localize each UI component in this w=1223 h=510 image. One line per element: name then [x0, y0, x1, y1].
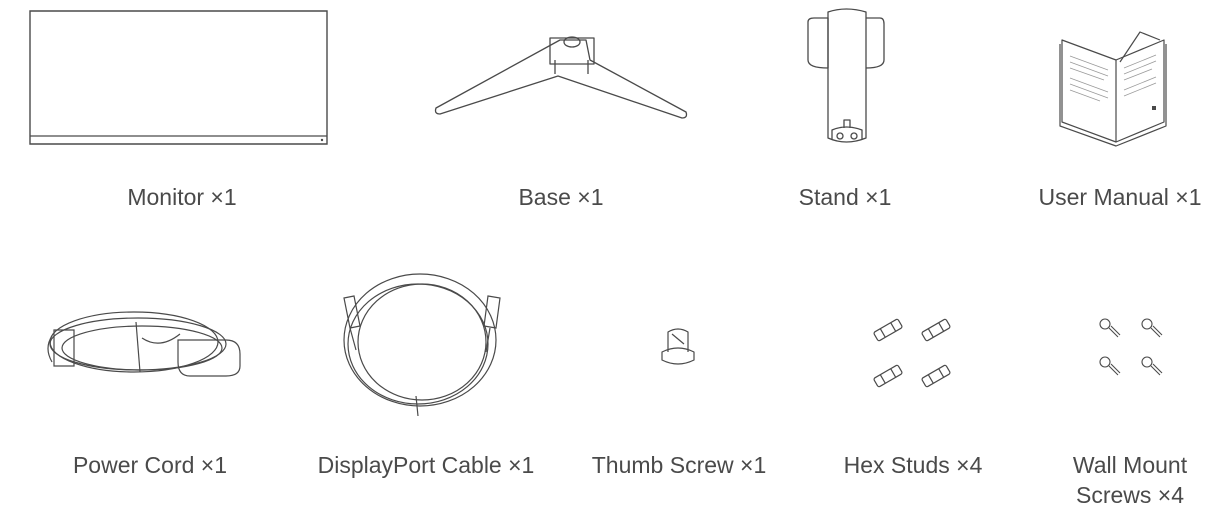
power-cord-label: Power Cord ×1: [72, 452, 228, 478]
displayport-illustration: [310, 270, 542, 420]
hex-studs-illustration: [830, 290, 1000, 400]
base-label: Base ×1: [518, 184, 604, 210]
power-cord-illustration: [30, 290, 270, 420]
base-item: Base ×1: [410, 0, 710, 230]
base-illustration: [410, 0, 710, 160]
displayport-label: DisplayPort Cable ×1: [317, 452, 535, 478]
manual-illustration: [1020, 0, 1220, 160]
displayport-item: DisplayPort Cable ×1: [310, 270, 542, 500]
manual-item: User Manual ×1: [1020, 0, 1220, 230]
thumb-screw-item: Thumb Screw ×1: [586, 290, 772, 500]
manual-label: User Manual ×1: [1038, 184, 1202, 210]
monitor-illustration: [0, 0, 360, 160]
power-cord-item: Power Cord ×1: [30, 290, 270, 500]
hex-studs-label: Hex Studs ×4: [843, 452, 983, 478]
monitor-label: Monitor ×1: [127, 184, 237, 210]
thumb-screw-illustration: [586, 290, 772, 390]
wall-screws-illustration: [1050, 290, 1210, 400]
monitor-item: Monitor ×1: [0, 0, 360, 230]
stand-label: Stand ×1: [798, 184, 892, 210]
thumb-screw-label: Thumb Screw ×1: [591, 452, 767, 478]
stand-item: Stand ×1: [780, 0, 910, 230]
stand-illustration: [780, 0, 910, 160]
wall-screws-item: Wall Mount Screws ×4: [1050, 290, 1210, 508]
wall-screws-label: Wall Mount Screws ×4: [1072, 452, 1188, 508]
hex-studs-item: Hex Studs ×4: [830, 290, 1000, 500]
